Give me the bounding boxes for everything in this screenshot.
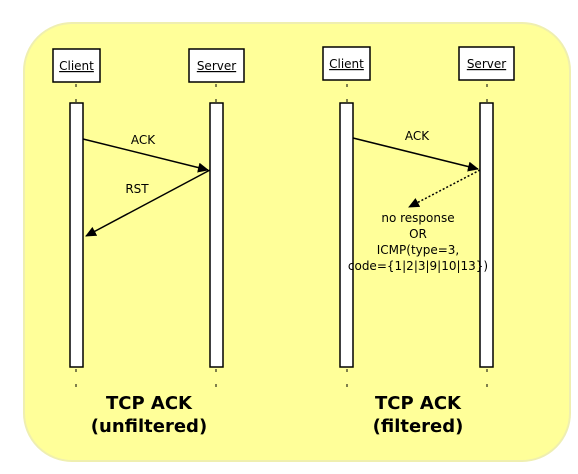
left-ack-arrow — [82, 138, 209, 173]
right-server-label: Server — [467, 57, 506, 71]
right-reply-line3: ICMP(type=3, — [377, 243, 460, 257]
right-server-box — [458, 46, 515, 81]
left-title-line2: (unfiltered) — [91, 416, 207, 437]
diagram-background — [23, 22, 571, 462]
right-scenario: Client Server ACK no response OR ICMP(ty… — [322, 46, 515, 437]
left-title-line1: TCP ACK — [106, 393, 193, 414]
right-client-label: Client — [329, 57, 364, 71]
right-client-activation — [339, 102, 354, 368]
right-server-activation — [479, 102, 494, 368]
right-ack-label: ACK — [405, 129, 430, 143]
left-rst-arrow — [85, 169, 211, 237]
right-reply-line2: OR — [409, 227, 427, 241]
left-ack-label: ACK — [131, 133, 156, 147]
left-client-label: Client — [59, 59, 94, 73]
left-client-box — [52, 48, 101, 83]
left-rst-label: RST — [125, 182, 149, 196]
left-server-activation — [209, 102, 224, 368]
left-server-label: Server — [197, 59, 236, 73]
right-ack-arrow — [352, 137, 479, 172]
left-scenario: Client Server ACK RST TCP ACK (unfiltere… — [52, 48, 245, 437]
right-title-line1: TCP ACK — [375, 393, 462, 414]
left-client-activation — [69, 102, 84, 368]
right-client-box — [322, 46, 371, 81]
right-reply-line1: no response — [381, 211, 454, 225]
right-title-line2: (filtered) — [373, 416, 464, 437]
left-server-box — [188, 48, 245, 83]
right-reply-dotted-arrow — [408, 169, 481, 208]
right-reply-line4: code={1|2|3|9|10|13}) — [348, 259, 488, 273]
